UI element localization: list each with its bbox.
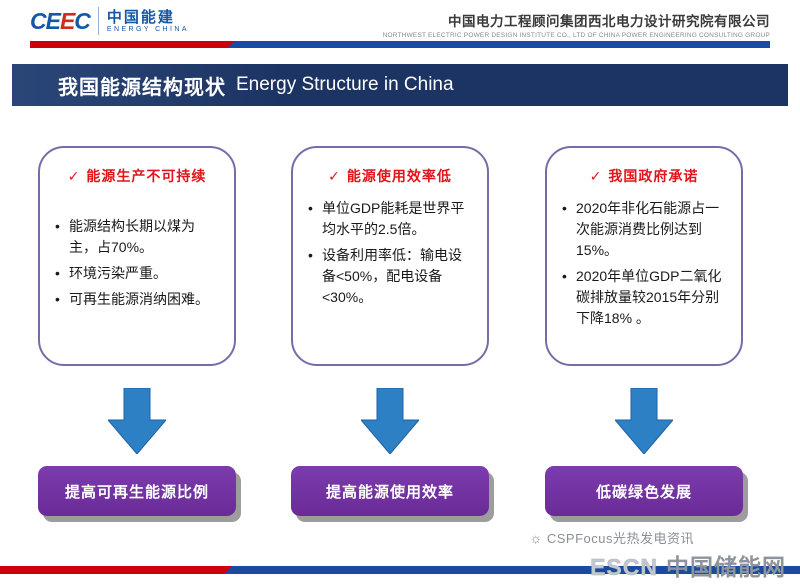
check-icon: ✓ bbox=[328, 168, 341, 184]
bullet-item: 可再生能源消纳困难。 bbox=[54, 289, 220, 310]
company-name-block: 中国电力工程顾问集团西北电力设计研究院有限公司 NORTHWEST ELECTR… bbox=[383, 7, 770, 39]
slide-title-cn: 我国能源结构现状 bbox=[58, 76, 226, 99]
action-button-efficiency[interactable]: 提高能源使用效率 bbox=[291, 466, 489, 516]
bullet-item: 设备利用率低：输电设备<50%，配电设备<30%。 bbox=[307, 245, 473, 308]
box-heading: ✓ 我国政府承诺 bbox=[561, 166, 727, 186]
logo-names: 中国能建 ENERGY CHINA bbox=[107, 9, 189, 33]
down-arrow-icon bbox=[613, 387, 675, 455]
bullet-item: 单位GDP能耗是世界平均水平的2.5倍。 bbox=[307, 198, 473, 240]
top-divider-red-segment bbox=[30, 41, 235, 48]
check-icon: ✓ bbox=[589, 168, 603, 184]
logo-letter-blue2: C bbox=[74, 7, 91, 34]
slide-title-bar: 我国能源结构现状 Energy Structure in China bbox=[12, 64, 788, 106]
logo-letter-red: E bbox=[59, 7, 75, 34]
box-heading-text: 我国政府承诺 bbox=[608, 168, 699, 184]
slide-title-en: Energy Structure in China bbox=[236, 74, 454, 95]
watermark-cspfocus: ☼CSPFocus光热发电资讯 bbox=[530, 528, 786, 547]
watermark-escn-line: ESCN 中国储能网 bbox=[530, 548, 786, 582]
info-box-government-commitment: ✓ 我国政府承诺 2020年非化石能源占一次能源消费比例达到15%。 2020年单… bbox=[545, 146, 743, 366]
action-button-low-carbon[interactable]: 低碳绿色发展 bbox=[545, 466, 743, 516]
logo-name-cn: 中国能建 bbox=[106, 8, 175, 26]
bullet-item: 2020年单位GDP二氧化碳排放量较2015年分别下降18% 。 bbox=[561, 266, 727, 329]
down-arrow-icon bbox=[359, 387, 421, 455]
info-box-energy-efficiency: ✓ 能源使用效率低 单位GDP能耗是世界平均水平的2.5倍。 设备利用率低：输电设… bbox=[291, 146, 489, 366]
bullet-item: 2020年非化石能源占一次能源消费比例达到15%。 bbox=[561, 198, 727, 261]
bullet-item: 能源结构长期以煤为主，占70%。 bbox=[54, 216, 220, 258]
column-energy-efficiency: ✓ 能源使用效率低 单位GDP能耗是世界平均水平的2.5倍。 设备利用率低：输电设… bbox=[291, 146, 489, 516]
company-name-en: NORTHWEST ELECTRIC POWER DESIGN INSTITUT… bbox=[382, 32, 770, 39]
company-name-cn: 中国电力工程顾问集团西北电力设计研究院有限公司 bbox=[448, 14, 770, 29]
bullet-item: 环境污染严重。 bbox=[54, 263, 220, 284]
watermark-escn-cn: 中国储能网 bbox=[666, 554, 786, 580]
bottom-divider-red-segment bbox=[0, 566, 232, 574]
sun-icon: ☼ bbox=[529, 530, 543, 546]
watermark-escn: ESCN bbox=[590, 554, 658, 581]
top-divider-stripe bbox=[30, 41, 770, 48]
down-arrow-icon bbox=[106, 387, 168, 455]
info-box-energy-production: ✓ 能源生产不可持续 能源结构长期以煤为主，占70%。 环境污染严重。 可再生能源… bbox=[38, 146, 236, 366]
box-heading-text: 能源生产不可持续 bbox=[86, 168, 207, 184]
header: CEEC 中国能建 ENERGY CHINA 中国电力工程顾问集团西北电力设计研… bbox=[30, 7, 770, 39]
action-button-renewable-ratio[interactable]: 提高可再生能源比例 bbox=[38, 466, 236, 516]
watermark-cspfocus-text: CSPFocus光热发电资讯 bbox=[546, 531, 694, 546]
check-icon: ✓ bbox=[67, 168, 81, 184]
ceec-logo-icon: CEEC bbox=[30, 7, 91, 34]
logo-letters-blue: CE bbox=[30, 7, 61, 34]
logo-divider bbox=[97, 7, 99, 35]
bullet-list: 2020年非化石能源占一次能源消费比例达到15%。 2020年单位GDP二氧化碳… bbox=[561, 198, 727, 329]
column-government-commitment: ✓ 我国政府承诺 2020年非化石能源占一次能源消费比例达到15%。 2020年单… bbox=[545, 146, 743, 516]
watermark: ☼CSPFocus光热发电资讯 ESCN 中国储能网 bbox=[530, 528, 786, 582]
logo-name-en: ENERGY CHINA bbox=[106, 26, 189, 34]
box-heading: ✓ 能源生产不可持续 bbox=[54, 166, 220, 186]
company-logo: CEEC 中国能建 ENERGY CHINA bbox=[30, 7, 189, 35]
box-heading: ✓ 能源使用效率低 bbox=[307, 166, 473, 186]
bullet-list: 单位GDP能耗是世界平均水平的2.5倍。 设备利用率低：输电设备<50%，配电设… bbox=[307, 198, 473, 308]
bullet-list: 能源结构长期以煤为主，占70%。 环境污染严重。 可再生能源消纳困难。 bbox=[54, 216, 220, 310]
column-energy-production: ✓ 能源生产不可持续 能源结构长期以煤为主，占70%。 环境污染严重。 可再生能源… bbox=[38, 146, 236, 516]
bottom-divider-stripe bbox=[0, 566, 800, 574]
box-heading-text: 能源使用效率低 bbox=[346, 168, 452, 184]
